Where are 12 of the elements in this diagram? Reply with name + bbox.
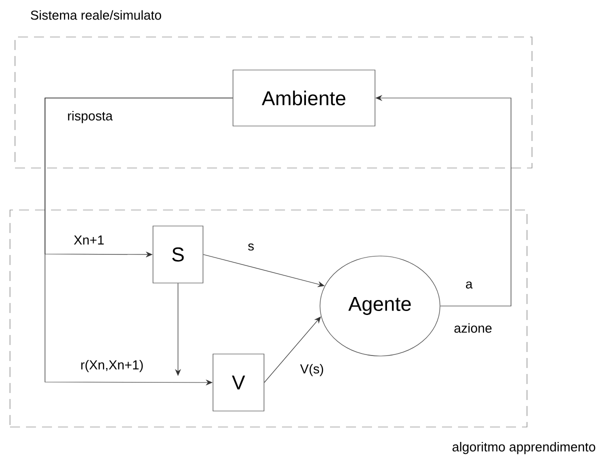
node-label: Sistema reale/simulato <box>30 10 162 20</box>
edge-label: V(s) <box>300 364 324 376</box>
block-box: V <box>212 354 264 412</box>
signal-label: risposta <box>68 110 113 124</box>
edge-label: s <box>248 243 254 251</box>
edge-label: r(Xn,Xn+1) <box>81 360 143 372</box>
block-box: Ambiente <box>232 70 376 126</box>
signal-label: azione <box>454 323 492 333</box>
block-box: S <box>152 226 204 284</box>
edge-label: Xn+1 <box>74 236 104 244</box>
node-label: algoritmo apprendimento <box>452 442 596 454</box>
edge-label: a <box>466 281 473 289</box>
